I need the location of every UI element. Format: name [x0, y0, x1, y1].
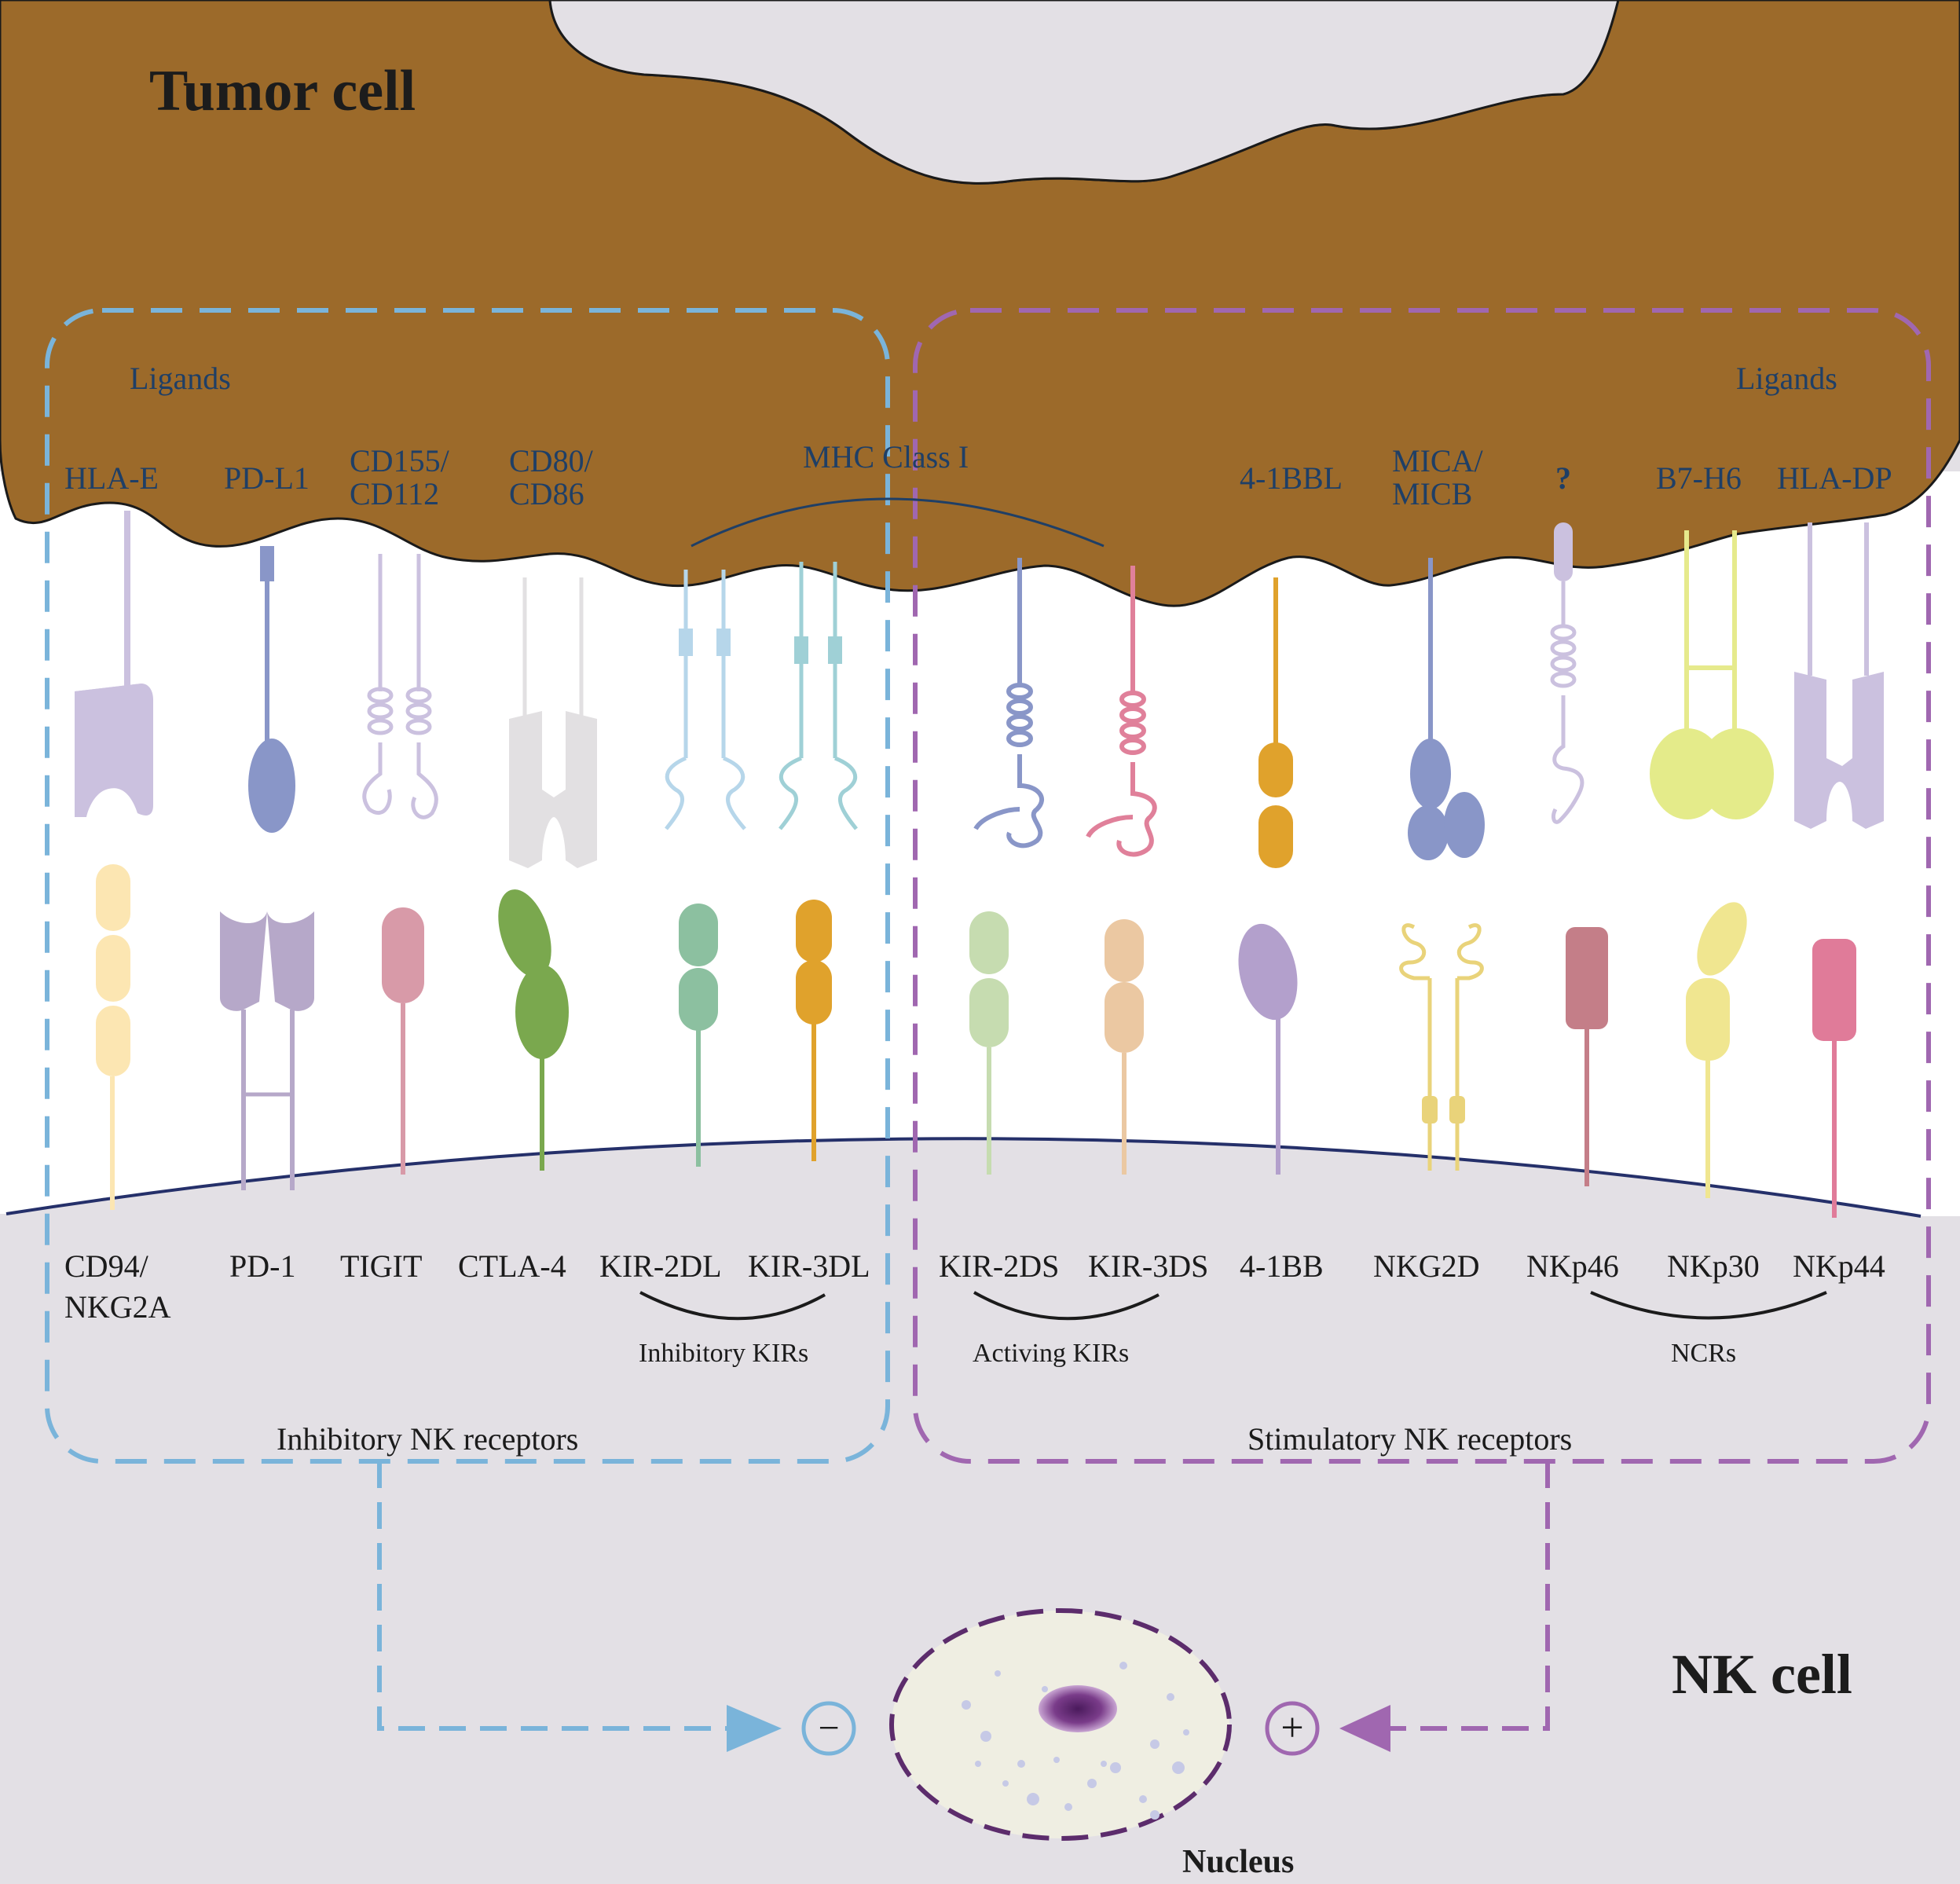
ligand-cd80: CD80/	[509, 443, 594, 478]
pd-1-receptor-shape	[220, 911, 314, 1190]
mhc-class-i-ligand-stim-2	[1086, 566, 1157, 857]
stimulatory-box	[913, 308, 1931, 1464]
ligand-mica: MICA/	[1392, 443, 1483, 478]
mhc-bracket	[691, 497, 1105, 548]
receptor-kir-2dl: KIR-2DL	[599, 1248, 722, 1284]
minus-circle-icon	[801, 1701, 856, 1756]
stimulatory-signal-line	[1383, 1461, 1550, 1731]
activing-kirs-label: Activing KIRs	[973, 1339, 1129, 1368]
plus-symbol: +	[1280, 1706, 1303, 1750]
receptor-nkp44: NKp44	[1793, 1248, 1885, 1284]
nk-cell-label: NK cell	[1672, 1643, 1852, 1706]
ligand-cd155: CD155/	[350, 443, 450, 478]
inhibitory-box	[45, 308, 890, 1464]
receptor-ctla-4: CTLA-4	[458, 1248, 566, 1284]
receptor-nkg2a: NKG2A	[64, 1289, 171, 1325]
tumor-light-region	[548, 0, 1620, 185]
4-1bb-receptor-shape	[1238, 923, 1298, 1175]
cd94-nkg2a-receptor-shape	[96, 864, 130, 1210]
mhc-class-i-ligand-stim-1	[973, 558, 1044, 849]
nkg2d-receptor-shape	[1399, 923, 1484, 1171]
tigit-receptor-shape	[382, 907, 424, 1175]
ligand-hla-e: HLA-E	[64, 460, 159, 496]
ncrs-label: NCRs	[1671, 1339, 1736, 1368]
nucleolus	[1039, 1685, 1117, 1732]
ctla-4-receptor-shape	[498, 889, 569, 1171]
receptor-pd-1: PD-1	[229, 1248, 295, 1284]
cd80-ligand-shape	[509, 577, 597, 868]
kir-3dl-receptor-shape	[796, 900, 832, 1161]
receptor-nkp30: NKp30	[1667, 1248, 1760, 1284]
receptor-cd94: CD94/	[64, 1248, 149, 1284]
kir-2dl-receptor-shape	[679, 904, 718, 1167]
ligand-4-1bbl: 4-1BBL	[1240, 460, 1343, 496]
hla-e-ligand-shape	[75, 511, 153, 817]
ligand-pd-l1: PD-L1	[224, 460, 310, 496]
ligand-unknown: ?	[1555, 460, 1571, 496]
ligand-mhc-class-i: MHC Class I	[803, 439, 969, 475]
b7-h6-ligand-shape	[1650, 530, 1774, 819]
tumor-cell-label: Tumor cell	[149, 59, 416, 123]
ligand-hla-dp: HLA-DP	[1777, 460, 1892, 496]
ligand-b7-h6: B7-H6	[1656, 460, 1742, 496]
ligand-cd112: CD112	[350, 476, 439, 511]
nk-cell-body	[0, 1138, 1960, 1884]
mica-ligand-shape	[1408, 558, 1485, 860]
inhibitory-box-label: Inhibitory NK receptors	[277, 1421, 578, 1457]
ligand-micb: MICB	[1392, 476, 1472, 511]
stimulatory-arrowhead	[1339, 1705, 1390, 1752]
receptor-4-1bb: 4-1BB	[1240, 1248, 1324, 1284]
pd-l1-ligand-shape	[248, 546, 295, 833]
receptor-kir-3ds: KIR-3DS	[1088, 1248, 1208, 1284]
plus-circle-icon	[1265, 1701, 1320, 1756]
nk-cell-membrane	[5, 1137, 1922, 1218]
mhc-class-i-ligand-inhib-2	[779, 562, 858, 830]
minus-symbol: −	[818, 1707, 839, 1749]
nucleus-label: Nucleus	[1182, 1844, 1294, 1880]
receptor-nkg2d: NKG2D	[1373, 1248, 1480, 1284]
receptor-tigit: TIGIT	[340, 1248, 422, 1284]
kir-2ds-receptor-shape	[969, 911, 1009, 1175]
receptor-nkp46: NKp46	[1526, 1248, 1619, 1284]
4-1bbl-ligand-shape	[1258, 577, 1293, 868]
hla-dp-ligand-shape	[1794, 522, 1884, 829]
receptor-kir-2ds: KIR-2DS	[939, 1248, 1059, 1284]
kir-3ds-receptor-shape	[1105, 919, 1144, 1175]
unknown-ligand-shape	[1550, 522, 1584, 824]
ncrs-bracket	[1590, 1291, 1827, 1320]
nkp44-receptor-shape	[1812, 939, 1856, 1218]
mhc-class-i-ligand-inhib-1	[665, 570, 746, 830]
cd155-ligand-shape	[362, 554, 438, 819]
inhibitory-ligands-heading: Ligands	[130, 361, 231, 396]
inhibitory-kirs-label: Inhibitory KIRs	[639, 1339, 808, 1368]
inhibitory-arrowhead	[727, 1705, 782, 1752]
stimulatory-box-label: Stimulatory NK receptors	[1247, 1421, 1572, 1457]
nkp46-receptor-shape	[1566, 927, 1608, 1186]
activing-kirs-bracket	[973, 1291, 1160, 1321]
nkp30-receptor-shape	[1686, 902, 1747, 1198]
nucleus	[889, 1608, 1232, 1841]
inhibitory-signal-line	[377, 1461, 774, 1731]
receptor-kir-3dl: KIR-3DL	[748, 1248, 870, 1284]
stimulatory-ligands-heading: Ligands	[1736, 361, 1837, 396]
inhibitory-kirs-bracket	[639, 1291, 826, 1321]
ligand-cd86: CD86	[509, 476, 584, 511]
